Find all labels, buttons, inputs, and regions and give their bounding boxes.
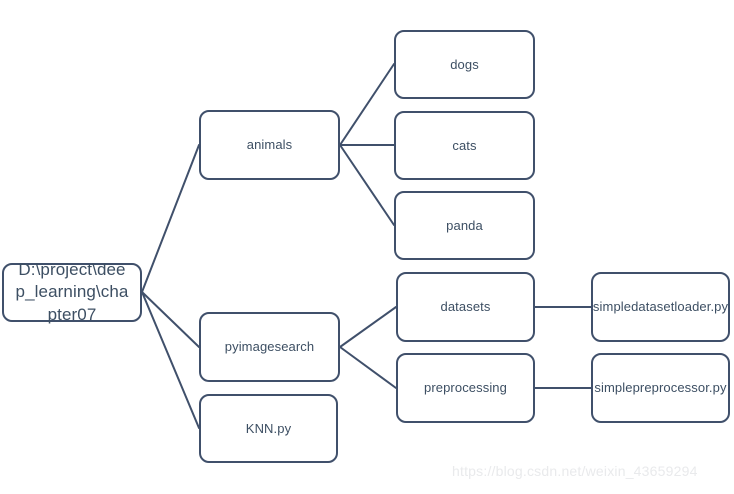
node-simpledatasetloader[interactable]: simpledatasetloader.py xyxy=(591,272,730,342)
node-label-datasets: datasets xyxy=(440,299,491,315)
node-simplepreprocessor[interactable]: simplepreprocessor.py xyxy=(591,353,730,423)
node-label-simplepreprocessor: simplepreprocessor.py xyxy=(594,380,727,396)
node-label-knn: KNN.py xyxy=(245,420,292,436)
edge-animals-panda xyxy=(339,144,395,226)
edge-pyimagesearch-preprocessing xyxy=(339,346,397,389)
node-label-root: D:\project\dee p_learning\cha pter07 xyxy=(15,260,129,324)
edge-animals-dogs xyxy=(339,63,395,146)
node-panda[interactable]: panda xyxy=(394,191,535,260)
node-cats[interactable]: cats xyxy=(394,111,535,180)
edge-root-knn xyxy=(141,291,200,429)
node-knn[interactable]: KNN.py xyxy=(199,394,338,463)
edge-pyimagesearch-datasets xyxy=(339,306,397,348)
edge-root-pyimagesearch xyxy=(141,291,200,348)
node-dogs[interactable]: dogs xyxy=(394,30,535,99)
node-label-pyimagesearch: pyimagesearch xyxy=(224,339,315,355)
watermark-text: https://blog.csdn.net/weixin_43659294 xyxy=(452,463,698,479)
node-root[interactable]: D:\project\dee p_learning\cha pter07 xyxy=(2,260,142,324)
node-label-preprocessing: preprocessing xyxy=(424,380,507,396)
node-pyimagesearch[interactable]: pyimagesearch xyxy=(199,312,340,382)
node-datasets[interactable]: datasets xyxy=(396,272,535,342)
node-preprocessing[interactable]: preprocessing xyxy=(396,353,535,423)
node-animals[interactable]: animals xyxy=(199,110,340,180)
node-label-simpledatasetloader: simpledatasetloader.py xyxy=(592,299,729,315)
edge-root-animals xyxy=(141,144,200,293)
node-label-panda: panda xyxy=(446,217,483,233)
node-label-cats: cats xyxy=(452,137,477,153)
node-label-dogs: dogs xyxy=(450,56,479,72)
node-label-animals: animals xyxy=(246,137,293,153)
